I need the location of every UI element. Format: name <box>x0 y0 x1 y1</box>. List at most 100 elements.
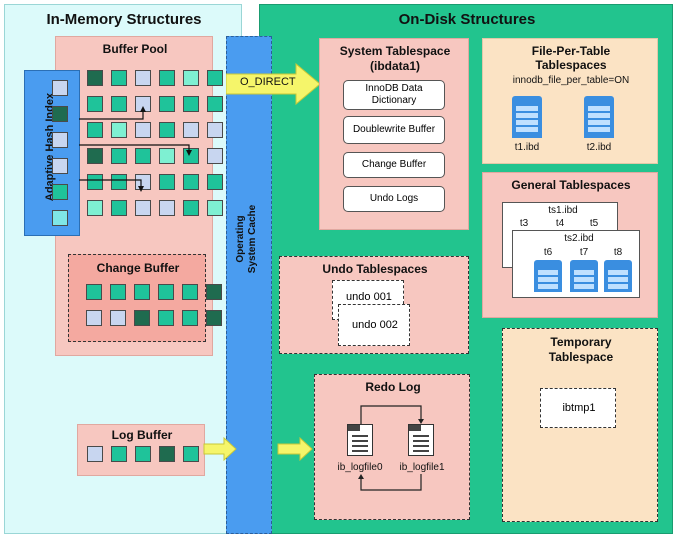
ib-logfile0-label: ib_logfile0 <box>337 462 383 473</box>
buffer-page <box>135 200 151 216</box>
in-memory-title: In-Memory Structures <box>46 11 202 28</box>
buffer-page <box>87 70 103 86</box>
t3-label: t3 <box>519 218 529 229</box>
ibtmp1-file: ibtmp1 <box>540 388 616 428</box>
t7-label: t7 <box>579 247 589 258</box>
change-buffer-page <box>134 310 150 326</box>
o-direct-label: O_DIRECT <box>240 76 296 88</box>
db-stripe <box>538 277 558 282</box>
undo-001-label: undo 001 <box>346 291 392 303</box>
redo-log: Redo Log <box>314 374 470 520</box>
change-buffer-page <box>182 284 198 300</box>
buffer-page <box>87 96 103 112</box>
hash-entry <box>52 210 68 226</box>
buffer-page <box>111 174 127 190</box>
change-buffer-page <box>110 310 126 326</box>
buffer-page <box>159 122 175 138</box>
buffer-page <box>135 122 151 138</box>
buffer-page <box>159 174 175 190</box>
db-stripe <box>516 113 538 118</box>
log-buffer-entry <box>183 446 199 462</box>
system-tablespace-title: System Tablespace (ibdata1) <box>339 44 451 73</box>
t1-ibd-icon <box>512 96 542 138</box>
change-buffer-item: Change Buffer <box>343 152 445 178</box>
undo-logs-item: Undo Logs <box>343 186 445 212</box>
change-buffer-page <box>110 284 126 300</box>
db-top <box>584 96 614 104</box>
undo-tablespaces-title: Undo Tablespaces <box>322 262 428 276</box>
on-disk-title: On-Disk Structures <box>398 11 536 28</box>
db-stripe <box>588 127 610 132</box>
db-top <box>570 260 598 268</box>
db-stripe <box>588 113 610 118</box>
o-direct-arrow <box>226 62 321 106</box>
ts2-ibd-label: ts2.ibd <box>564 233 594 244</box>
change-buffer-page <box>182 310 198 326</box>
ts1-ibd-label: ts1.ibd <box>548 205 578 216</box>
buffer-page <box>111 148 127 164</box>
db-stripe <box>574 284 594 289</box>
db-stripe <box>538 284 558 289</box>
buffer-page <box>87 122 103 138</box>
t2-ibd-label: t2.ibd <box>586 142 612 153</box>
db-stripe <box>588 120 610 125</box>
file-per-table-title: File-Per-Table Tablespaces <box>531 44 611 72</box>
buffer-page <box>111 96 127 112</box>
buffer-page <box>207 122 223 138</box>
buffer-page <box>87 200 103 216</box>
db-stripe <box>516 127 538 132</box>
buffer-page <box>207 174 223 190</box>
t2-ibd-icon <box>584 96 614 138</box>
buffer-page <box>183 174 199 190</box>
db-stripe <box>608 270 628 275</box>
db-stripe <box>608 277 628 282</box>
buffer-page <box>159 148 175 164</box>
db-stripe <box>516 106 538 111</box>
buffer-page <box>207 148 223 164</box>
data-dictionary-item: InnoDB Data Dictionary <box>343 80 445 110</box>
ibtmp1-label: ibtmp1 <box>562 402 596 414</box>
undo-002-file: undo 002 <box>338 304 410 346</box>
buffer-page <box>135 96 151 112</box>
doublewrite-buffer-item: Doublewrite Buffer <box>343 116 445 144</box>
temporary-tablespace-title: Temporary Tablespace <box>548 335 614 364</box>
db-stripe <box>608 284 628 289</box>
change-buffer-title: Change Buffer <box>96 261 180 275</box>
general-tablespaces-title: General Tablespaces <box>511 178 631 192</box>
log-flush-arrows <box>203 436 313 462</box>
t7-icon <box>570 260 598 292</box>
buffer-pool-title: Buffer Pool <box>102 42 168 56</box>
buffer-page <box>207 96 223 112</box>
buffer-page <box>135 148 151 164</box>
change-buffer-page <box>206 310 222 326</box>
buffer-page <box>183 122 199 138</box>
log-buffer-entry <box>111 446 127 462</box>
buffer-page <box>183 70 199 86</box>
db-top <box>534 260 562 268</box>
buffer-page <box>159 70 175 86</box>
t4-label: t4 <box>555 218 565 229</box>
change-buffer-page <box>158 310 174 326</box>
buffer-page <box>87 174 103 190</box>
buffer-page <box>111 200 127 216</box>
redo-log-title: Redo Log <box>365 380 421 394</box>
db-top <box>512 96 542 104</box>
db-stripe <box>574 277 594 282</box>
hash-entry <box>52 158 68 174</box>
file-per-table-setting: innodb_file_per_table=ON <box>512 75 630 86</box>
undo-002-label: undo 002 <box>352 319 398 331</box>
log-buffer-entry <box>159 446 175 462</box>
ib-logfile0-icon <box>347 424 373 456</box>
t6-label: t6 <box>543 247 553 258</box>
buffer-page <box>207 200 223 216</box>
buffer-page <box>183 148 199 164</box>
adaptive-hash-index: Adaptive Hash Index <box>24 70 80 236</box>
change-buffer-page <box>86 284 102 300</box>
change-buffer-page <box>86 310 102 326</box>
buffer-page <box>111 70 127 86</box>
log-buffer-title: Log Buffer <box>111 428 173 442</box>
change-buffer-page <box>134 284 150 300</box>
ib-logfile1-label: ib_logfile1 <box>399 462 445 473</box>
hash-entry <box>52 80 68 96</box>
buffer-page <box>111 122 127 138</box>
